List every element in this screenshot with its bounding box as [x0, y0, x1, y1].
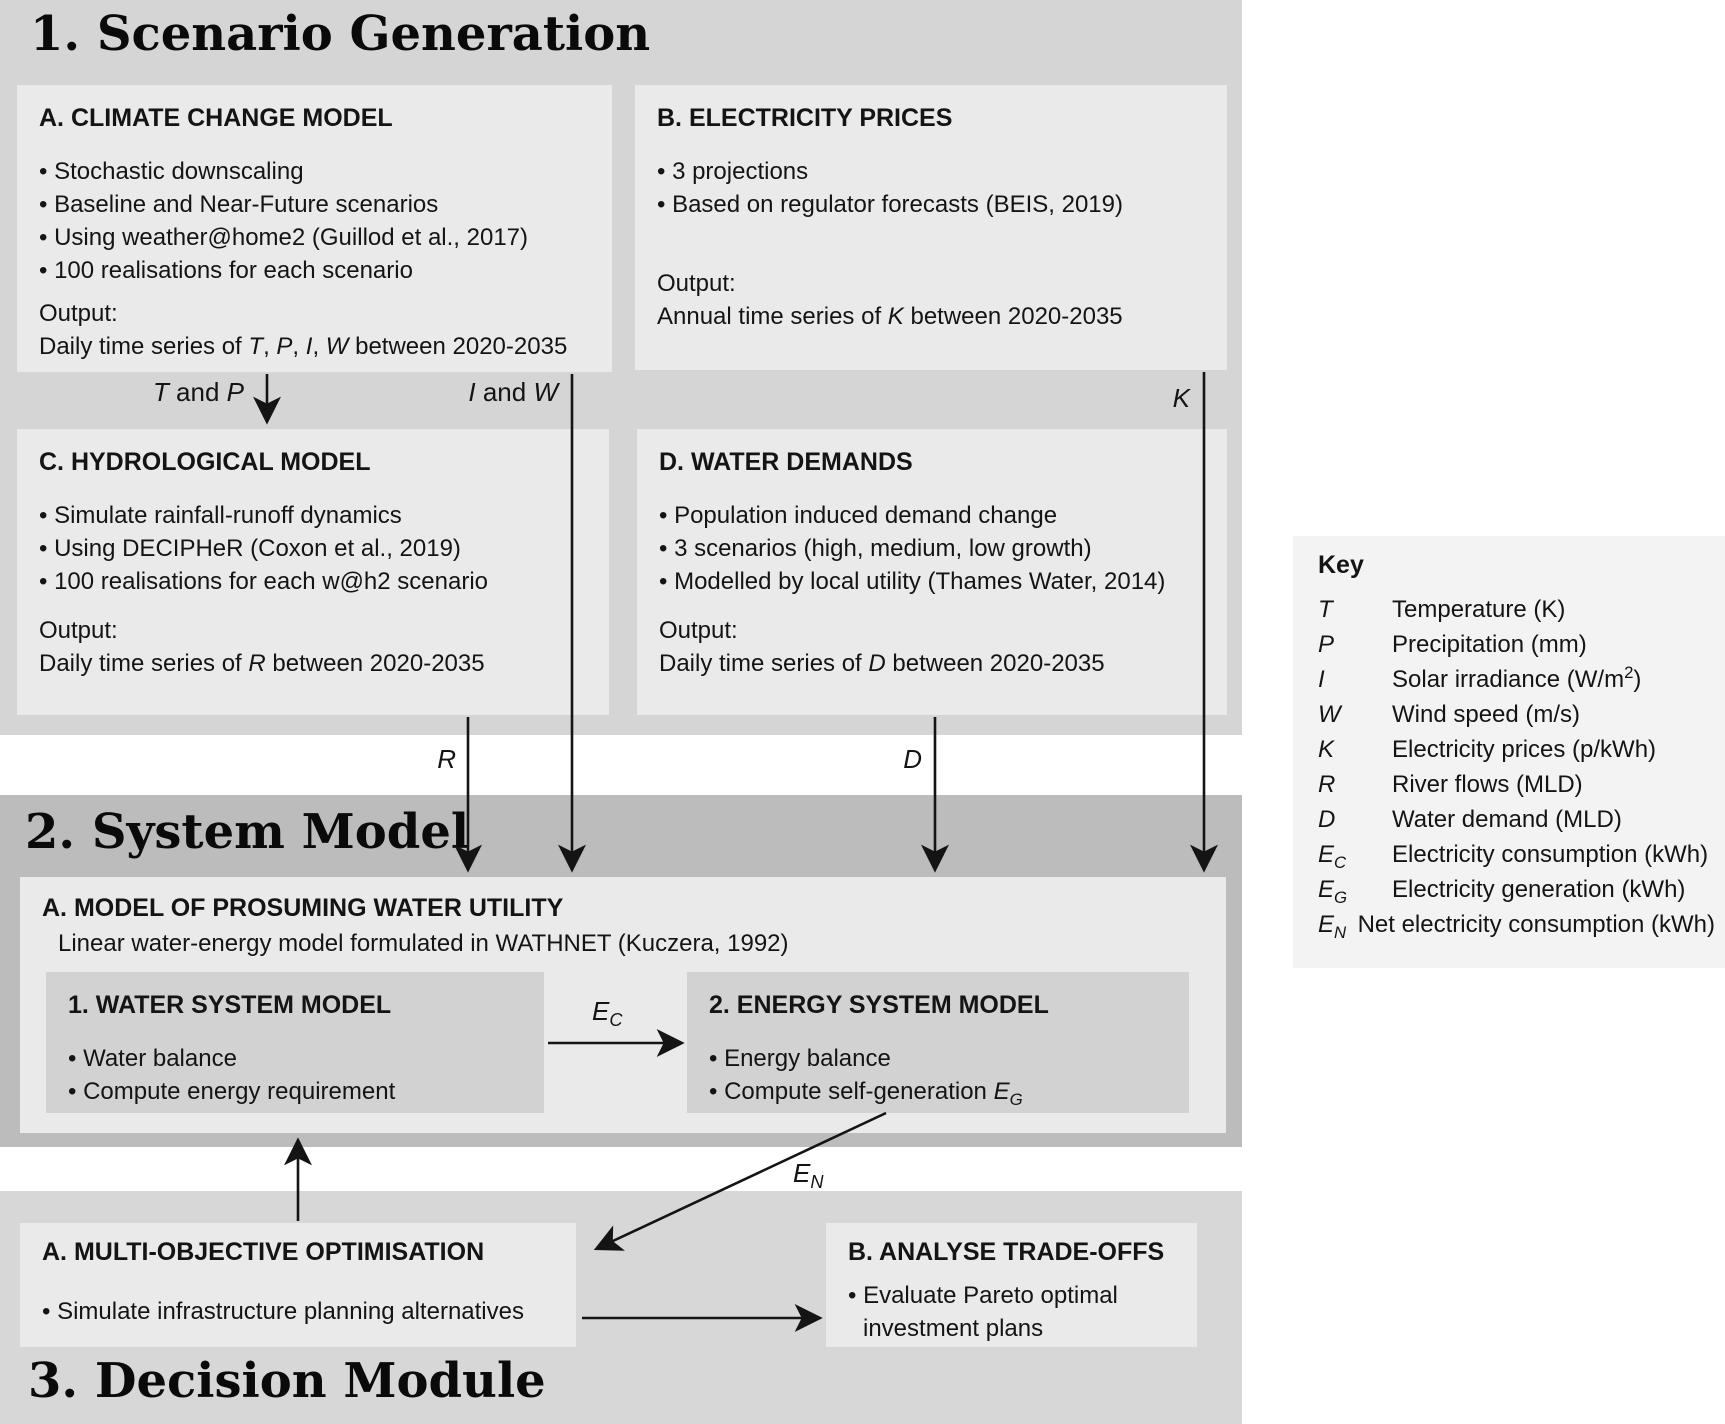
key-description: Electricity consumption (kWh)	[1392, 840, 1709, 868]
bullet-list: • Simulate infrastructure planning alter…	[42, 1295, 566, 1328]
output-line: Annual time series of K between 2020-203…	[657, 303, 1123, 330]
water-system-model-box: 1. WATER SYSTEM MODEL • Water balance • C…	[46, 972, 544, 1113]
key-description: Electricity prices (p/kWh)	[1392, 735, 1657, 763]
output-label: Output:	[39, 617, 118, 644]
key-row: EN Net electricity consumption (kWh)	[1318, 907, 1715, 942]
bullet-line: • Simulate infrastructure planning alter…	[42, 1298, 524, 1325]
bullet-line: • Water balance	[68, 1045, 237, 1072]
key-rows: T Temperature (K) P Precipitation (mm) I Sola…	[1318, 592, 1715, 942]
box-title: A. MODEL OF PROSUMING WATER UTILITY	[42, 894, 564, 922]
key-row: EG Electricity generation (kWh)	[1318, 872, 1715, 907]
box-title: 2. ENERGY SYSTEM MODEL	[709, 991, 1049, 1019]
key-description: Water demand (MLD)	[1392, 805, 1622, 833]
key-symbol: D	[1318, 805, 1336, 833]
label-d: D	[903, 744, 922, 774]
output-label: Output:	[39, 300, 118, 327]
bullet-list: • Water balance • Compute energy requirem…	[68, 1042, 530, 1108]
label-en: EN	[793, 1158, 824, 1193]
box-title: C. HYDROLOGICAL MODEL	[39, 448, 371, 476]
bullet-line: • Using weather@home2 (Guillod et al., 2…	[39, 224, 529, 251]
label-t-and-p: T and P	[152, 377, 244, 407]
bullet-line: • Compute energy requirement	[68, 1078, 396, 1105]
key-row: T Temperature (K)	[1318, 592, 1715, 627]
bullet-line: • Stochastic downscaling	[39, 158, 304, 185]
bullet-line: • Based on regulator forecasts (BEIS, 20…	[657, 191, 1123, 218]
box-subtitle: Linear water-energy model formulated in …	[58, 930, 789, 957]
output-line: Daily time series of R between 2020-2035	[39, 650, 485, 677]
output-label: Output:	[657, 270, 736, 297]
key-symbol: EC	[1318, 840, 1347, 872]
bullet-list: • Simulate rainfall-runoff dynamics • Usi…	[39, 499, 595, 598]
section3-title: 3. Decision Module	[28, 1353, 546, 1409]
label-i-and-w: I and W	[468, 377, 558, 407]
key-row: P Precipitation (mm)	[1318, 627, 1715, 662]
multi-objective-optimisation-box: A. MULTI-OBJECTIVE OPTIMISATION • Simula…	[20, 1223, 576, 1347]
bullet-line: • Baseline and Near-Future scenarios	[39, 191, 439, 218]
key-row: K Electricity prices (p/kWh)	[1318, 732, 1715, 767]
key-row: EC Electricity consumption (kWh)	[1318, 837, 1715, 872]
climate-change-model-box: A. CLIMATE CHANGE MODEL • Stochastic dow…	[17, 85, 612, 372]
bullet-line: • Using DECIPHeR (Coxon et al., 2019)	[39, 535, 461, 562]
key-row: R River flows (MLD)	[1318, 767, 1715, 802]
water-demands-box: D. WATER DEMANDS • Population induced de…	[637, 429, 1227, 715]
key-title: Key	[1318, 551, 1364, 579]
box-title: B. ANALYSE TRADE-OFFS	[848, 1238, 1165, 1266]
bullet-line: • Simulate rainfall-runoff dynamics	[39, 502, 402, 529]
key-symbol: EG	[1318, 875, 1348, 907]
label-k: K	[1172, 383, 1190, 413]
key-row: I Solar irradiance (W/m2)	[1318, 662, 1715, 697]
bullet-line: • Modelled by local utility (Thames Wate…	[659, 568, 1166, 595]
bullet-list: • Population induced demand change • 3 sc…	[659, 499, 1213, 598]
box-title: A. MULTI-OBJECTIVE OPTIMISATION	[42, 1238, 485, 1266]
bullet-list: • Energy balance • Compute self-generatio…	[709, 1042, 1175, 1108]
bullet-list: • Stochastic downscaling • Baseline and N…	[39, 155, 598, 287]
bullet-line: • Evaluate Pareto optimal	[848, 1282, 1118, 1309]
key-symbol: T	[1318, 595, 1333, 623]
section2-title: 2. System Model	[25, 804, 470, 860]
output-label: Output:	[659, 617, 738, 644]
bullet-line: • 3 scenarios (high, medium, low growth)	[659, 535, 1092, 562]
box-title: A. CLIMATE CHANGE MODEL	[39, 104, 393, 132]
key-symbol: W	[1318, 700, 1341, 728]
box-title: B. ELECTRICITY PRICES	[657, 104, 953, 132]
key-symbol: K	[1318, 735, 1335, 763]
analyse-trade-offs-box: B. ANALYSE TRADE-OFFS • Evaluate Pareto …	[826, 1223, 1197, 1347]
bullet-line: • 3 projections	[657, 158, 809, 185]
key-row: D Water demand (MLD)	[1318, 802, 1715, 837]
key-panel: Key T Temperature (K) P Precipitation (mm) I…	[1293, 536, 1725, 968]
bullet-line: • Population induced demand change	[659, 502, 1058, 529]
bullet-list: • 3 projections • Based on regulator fore…	[657, 155, 1213, 221]
bullet-line: investment plans	[863, 1315, 1044, 1342]
key-description: River flows (MLD)	[1392, 770, 1583, 798]
bullet-line: • 100 realisations for each scenario	[39, 257, 413, 284]
electricity-prices-box: B. ELECTRICITY PRICES • 3 projections • B…	[635, 85, 1227, 370]
key-description: Electricity generation (kWh)	[1392, 875, 1686, 903]
bullet-line: • Compute self-generation EG	[709, 1078, 1023, 1109]
key-description: Solar irradiance (W/m2)	[1392, 662, 1642, 693]
key-description: Wind speed (m/s)	[1392, 700, 1581, 728]
bullet-line: • Energy balance	[709, 1045, 891, 1072]
label-r: R	[437, 744, 456, 774]
bullet-line: • 100 realisations for each w@h2 scenari…	[39, 568, 489, 595]
hydrological-model-box: C. HYDROLOGICAL MODEL • Simulate rainfal…	[17, 429, 609, 715]
section1-title: 1. Scenario Generation	[30, 6, 651, 62]
bullet-list: • Evaluate Pareto optimal investment plan…	[848, 1279, 1187, 1345]
energy-system-model-box: 2. ENERGY SYSTEM MODEL • Energy balance•…	[687, 972, 1189, 1113]
key-description: Temperature (K)	[1392, 595, 1566, 623]
output-line: Daily time series of D between 2020-2035	[659, 650, 1105, 677]
output-line: Daily time series of T, P, I, W between …	[39, 333, 568, 360]
box-title: 1. WATER SYSTEM MODEL	[68, 991, 392, 1019]
key-description: Net electricity consumption (kWh)	[1357, 910, 1715, 938]
key-symbol: I	[1318, 665, 1325, 693]
key-symbol: EN	[1318, 910, 1347, 942]
key-row: W Wind speed (m/s)	[1318, 697, 1715, 732]
key-symbol: P	[1318, 630, 1335, 658]
key-description: Precipitation (mm)	[1392, 630, 1587, 658]
key-symbol: R	[1318, 770, 1336, 798]
label-ec: EC	[592, 996, 623, 1031]
box-title: D. WATER DEMANDS	[659, 448, 913, 476]
